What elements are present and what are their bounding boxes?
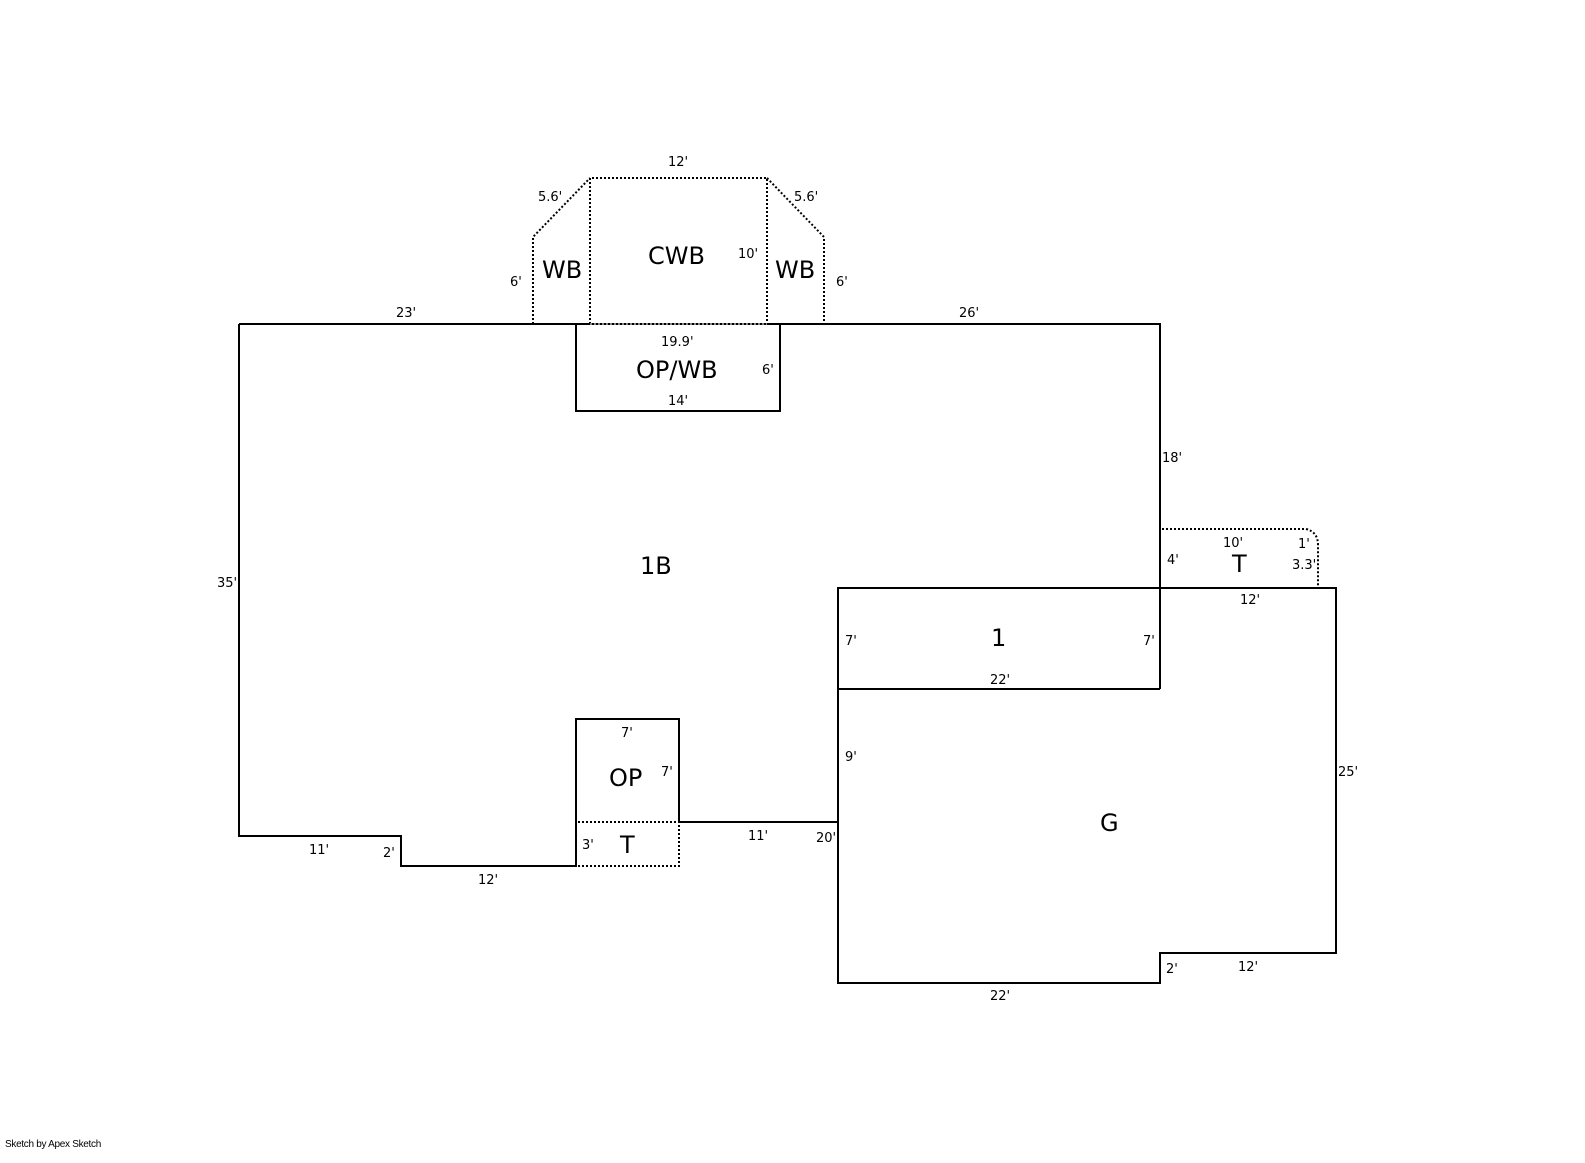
dim-label: 4' <box>1167 553 1179 568</box>
area-label-wb-left: WB <box>542 256 582 284</box>
dim-label: 2' <box>383 846 395 861</box>
dim-label: 12' <box>478 873 498 888</box>
dim-label: 7' <box>1143 634 1155 649</box>
dim-label: 6' <box>762 363 774 378</box>
footer-credit: Sketch by Apex Sketch <box>5 1139 101 1150</box>
dim-label: 35' <box>217 576 237 591</box>
dim-label: 22' <box>990 989 1010 1004</box>
dim-label: 14' <box>668 394 688 409</box>
dotted-walls <box>532 177 1319 867</box>
dim-label: 1' <box>1298 537 1310 552</box>
area-label-1b: 1B <box>640 552 672 580</box>
dim-label: 6' <box>510 275 522 290</box>
area-label-g: G <box>1100 809 1119 837</box>
dim-label: 7' <box>621 726 633 741</box>
dim-label: 5.6' <box>538 190 562 205</box>
dim-label: 20' <box>816 831 836 846</box>
dim-label: 2' <box>1166 962 1178 977</box>
dim-label: 9' <box>845 750 857 765</box>
area-label-opwb: OP/WB <box>636 356 718 384</box>
area-label-t-lower: T <box>619 831 635 859</box>
garage-outline <box>837 587 1337 984</box>
wb-right-outline <box>766 177 825 324</box>
dim-label: 23' <box>396 306 416 321</box>
dim-label: 7' <box>845 634 857 649</box>
dim-label: 10' <box>738 247 758 262</box>
area-label-wb-right: WB <box>775 256 815 284</box>
main-house-outline <box>239 323 1161 689</box>
dim-label: 11' <box>309 843 329 858</box>
area-label-op: OP <box>609 764 642 792</box>
dim-label: 18' <box>1162 451 1182 466</box>
dim-label: 12' <box>1240 593 1260 608</box>
dim-label: 7' <box>661 765 673 780</box>
dim-label: 3.3' <box>1292 558 1316 573</box>
solid-walls <box>238 323 1337 984</box>
dim-label: 25' <box>1338 765 1358 780</box>
area-labels: 1B OP/WB CWB WB WB 1 G OP T T <box>542 242 1247 859</box>
t-right-outline <box>1162 528 1319 588</box>
area-label-cwb: CWB <box>648 242 705 270</box>
area-label-1: 1 <box>991 624 1006 652</box>
dim-label: 11' <box>748 829 768 844</box>
dim-label: 3' <box>582 838 594 853</box>
dim-label: 12' <box>1238 960 1258 975</box>
dim-label: 19.9' <box>661 335 694 350</box>
dimension-labels: 23' 26' 12' 5.6' 5.6' 6' 6' 10' 19.9' 6'… <box>217 155 1358 1004</box>
dim-label: 26' <box>959 306 979 321</box>
dim-label: 5.6' <box>794 190 818 205</box>
wb-left-outline <box>532 177 591 324</box>
cwb-outline <box>589 177 768 324</box>
dim-label: 10' <box>1223 536 1243 551</box>
main-house-left-outline <box>238 324 838 867</box>
dim-label: 12' <box>668 155 688 170</box>
dim-label: 22' <box>990 673 1010 688</box>
area-label-t-right: T <box>1231 550 1247 578</box>
dim-label: 6' <box>836 275 848 290</box>
